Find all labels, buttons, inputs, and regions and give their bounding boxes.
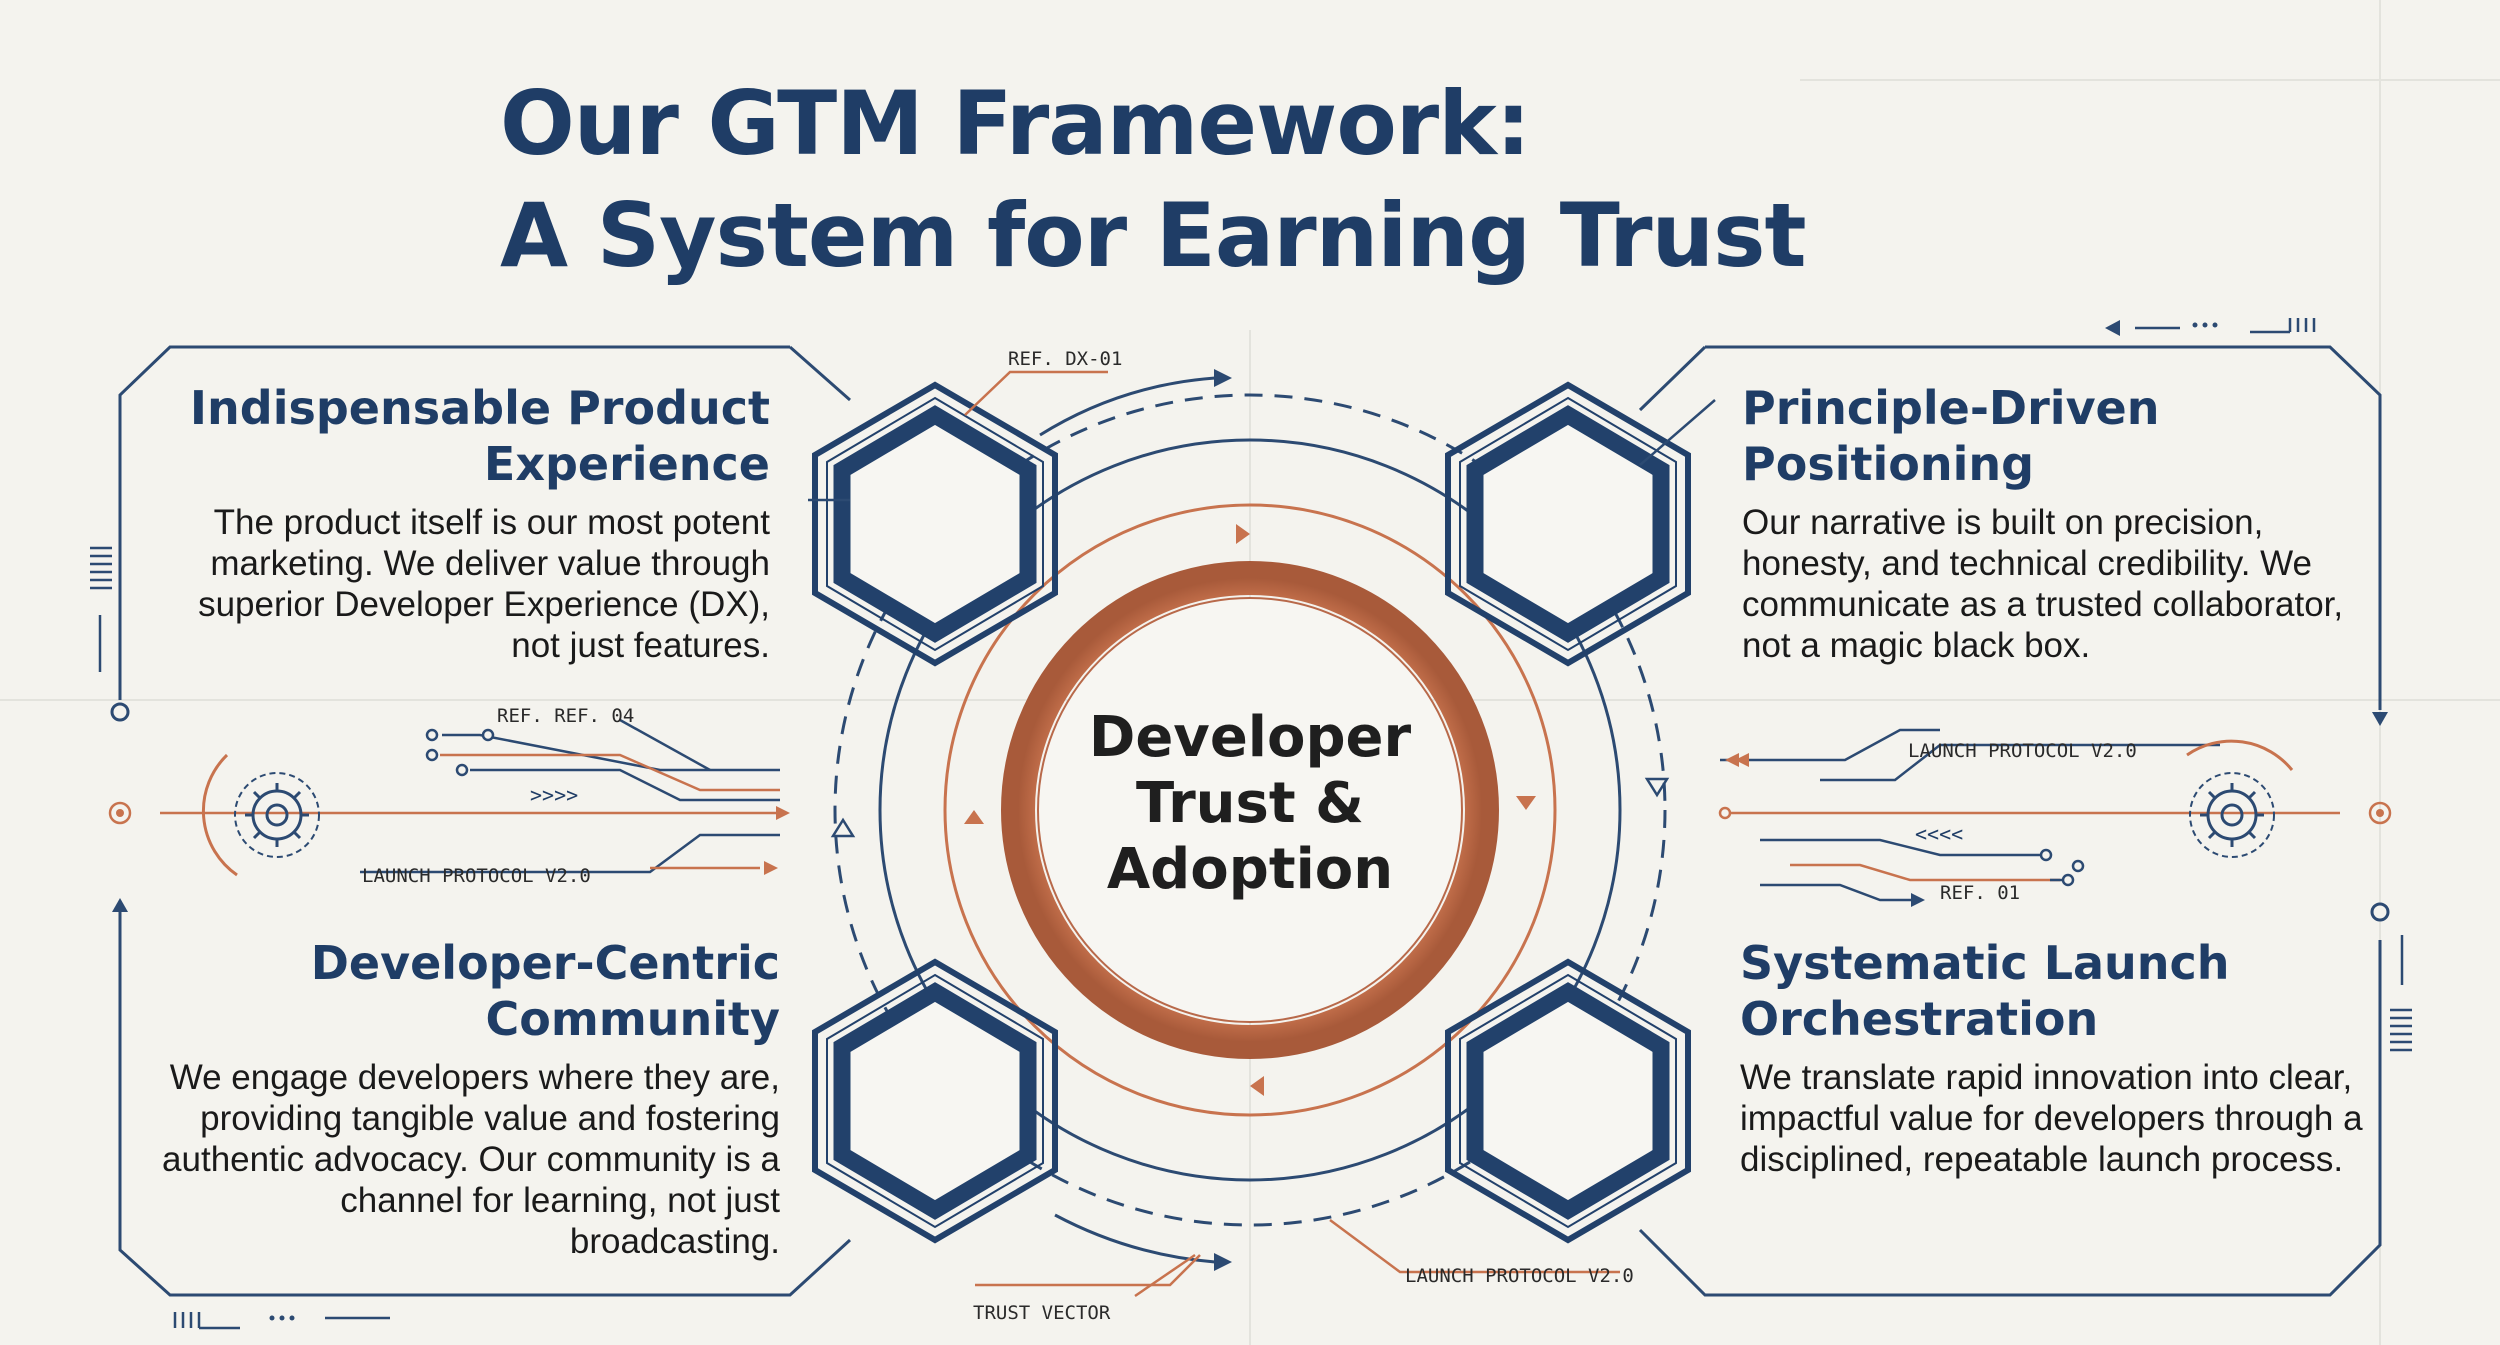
circuit-left: [160, 498, 850, 874]
tag-launch-protocol-bottom: LAUNCH PROTOCOL V2.0: [1405, 1265, 1634, 1287]
tag-ref-01: REF. 01: [1940, 882, 2021, 904]
pillar-heading: Principle-Driven Positioning: [1742, 381, 2160, 491]
pillar-body: Our narrative is built on precision, hon…: [1742, 503, 2344, 665]
page-title-line-2: A System for Earning Trust: [500, 184, 1807, 287]
pillar-heading: Developer-Centric Community: [310, 936, 780, 1046]
hexagon-top-left: [812, 381, 1058, 667]
gear-icon: [2186, 739, 2294, 858]
tag-trust-vector: TRUST VECTOR: [973, 1302, 1111, 1324]
pillar-body: We translate rapid innovation into clear…: [1740, 1058, 2363, 1179]
hexagon-bottom-right: [1445, 958, 1691, 1244]
orbit-ring-navy: [878, 438, 1622, 1182]
arrows-left-marker: <<<<: [1915, 822, 1964, 846]
pillar-product-experience: Indispensable Product Experience The pro…: [150, 380, 770, 666]
pillar-heading: Indispensable Product Experience: [189, 381, 770, 491]
tag-launch-protocol-left: LAUNCH PROTOCOL V2.0: [362, 865, 591, 887]
tag-ref-ref-04: REF. REF. 04: [497, 705, 635, 727]
callout-lines: [964, 370, 1620, 1287]
arrows-right-marker: >>>>: [530, 783, 579, 807]
circuit-right: [1639, 399, 2340, 902]
gear-icon: [201, 753, 320, 877]
panel-bottom-left: [118, 910, 852, 1297]
pillar-launch-orchestration: Systematic Launch Orchestration We trans…: [1740, 935, 2390, 1180]
hexagon-bottom-left: [812, 958, 1058, 1244]
panel-outlines: [118, 345, 2382, 1297]
circuit-left-nodes: [425, 728, 495, 777]
center-ring: [1001, 561, 1499, 1059]
arrow-up-icon: [112, 898, 128, 912]
tag-ref-dx-01: REF. DX-01: [1008, 348, 1123, 370]
panel-top-left: [118, 345, 790, 700]
pillar-community: Developer-Centric Community We engage de…: [150, 935, 780, 1262]
pillar-positioning: Principle-Driven Positioning Our narrati…: [1742, 380, 2392, 666]
center-label: Developer Trust & Adoption: [1088, 705, 1412, 902]
circuit-right-nodes: [1718, 806, 2085, 887]
panel-endpoints: [110, 702, 2390, 922]
page-title-line-1: Our GTM Framework:: [500, 72, 1531, 175]
orbit-ring-copper: [943, 503, 1557, 1117]
orbit-ring-outer: [833, 393, 1667, 1227]
arrow-down-icon: [2372, 712, 2388, 726]
panel-bottom-right: [1638, 940, 2382, 1297]
pillar-body: We engage developers where they are, pro…: [162, 1058, 780, 1261]
hexagon-top-right: [1445, 381, 1691, 667]
tag-launch-protocol-right: LAUNCH PROTOCOL V2.0: [1908, 740, 2137, 762]
pillar-body: The product itself is our most potent ma…: [198, 503, 770, 665]
pillar-heading: Systematic Launch Orchestration: [1740, 936, 2230, 1046]
decorative-ticks: [90, 318, 2412, 1330]
panel-top-right: [1705, 345, 2382, 710]
